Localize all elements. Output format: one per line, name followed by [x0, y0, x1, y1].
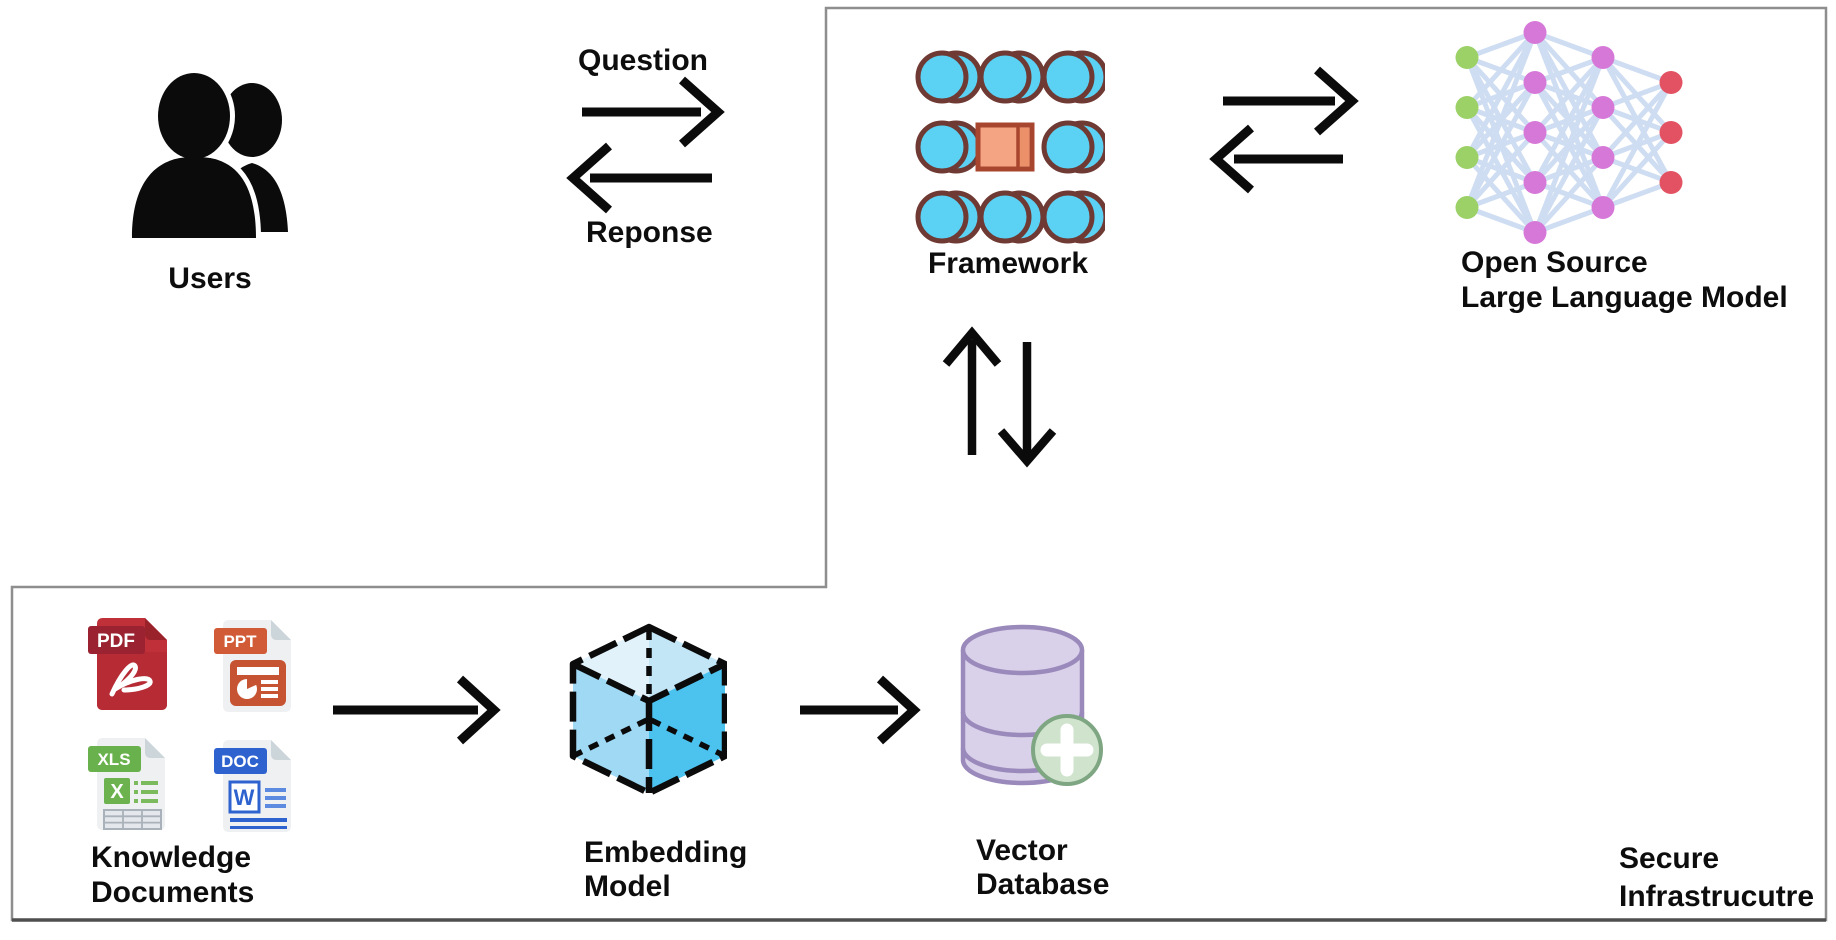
vectordb-label-line1: Vector	[976, 834, 1068, 867]
documents-label-line2: Documents	[91, 876, 255, 909]
ppt-badge-text: PPT	[223, 632, 257, 651]
embedding-to-vectordb-arrow	[800, 675, 921, 745]
doc-badge-text: DOC	[221, 752, 259, 771]
llm-neural-network-icon	[1455, 21, 1683, 244]
secure-zone-label-line2: Infrastrucutre	[1619, 880, 1815, 913]
users-label: Users	[168, 262, 252, 295]
doc-glyph: W	[234, 785, 255, 810]
llm-label-line1: Open Source	[1461, 246, 1648, 279]
xls-badge-text: XLS	[97, 750, 130, 769]
add-icon	[1031, 714, 1103, 786]
ppt-file-icon: PPT	[214, 620, 291, 712]
embedding-label-line1: Embedding	[584, 836, 748, 869]
response-label: Reponse	[586, 216, 713, 249]
question-label: Question	[578, 44, 709, 77]
documents-label-line1: Knowledge	[91, 841, 252, 874]
framework-icon	[915, 50, 1105, 244]
doc-file-icon: DOC W	[214, 740, 291, 832]
framework-up-arrow	[942, 326, 1002, 455]
embedding-cube-icon	[569, 623, 727, 797]
users-icon	[128, 70, 288, 243]
pdf-file-icon: PDF	[88, 618, 167, 710]
vectordb-label-line2: Database	[976, 868, 1110, 901]
vector-database-icon	[960, 624, 1103, 786]
xls-file-icon: XLS X	[88, 738, 165, 830]
framework-label: Framework	[927, 247, 1089, 280]
documents-to-embedding-arrow	[333, 675, 501, 745]
secure-infrastructure-outline	[10, 6, 1828, 922]
xls-glyph: X	[110, 781, 124, 803]
framework-to-llm-arrow	[1223, 66, 1359, 136]
framework-down-arrow	[997, 342, 1057, 468]
llm-to-framework-arrow	[1209, 124, 1343, 194]
secure-zone-label-line1: Secure	[1619, 842, 1720, 875]
response-arrow	[566, 142, 712, 214]
question-arrow	[582, 76, 725, 148]
pdf-badge-text: PDF	[97, 631, 135, 652]
llm-label-line2: Large Language Model	[1461, 281, 1788, 314]
embedding-label-line2: Model	[584, 870, 671, 903]
